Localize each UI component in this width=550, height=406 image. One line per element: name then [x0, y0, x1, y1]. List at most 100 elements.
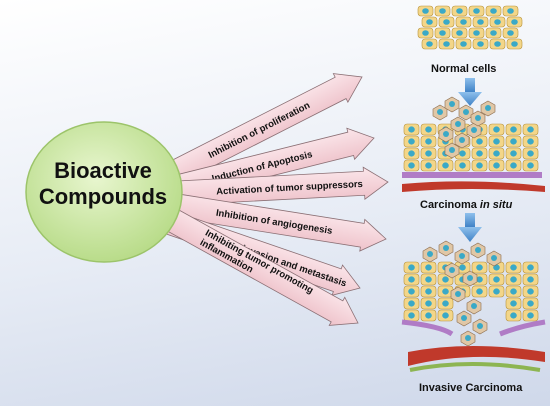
epithelial-cell: [488, 123, 505, 136]
carcinoma-label-italic: in situ: [479, 199, 513, 211]
normal-cell: [472, 38, 489, 50]
epithelial-cell: [488, 147, 505, 160]
epithelial-cell: [437, 297, 454, 310]
arrow-3: Activation of tumor suppressors: [177, 166, 389, 206]
normal-cell: [506, 38, 523, 50]
invasive-blood-vessel: [408, 346, 545, 366]
epithelial-cell: [420, 285, 437, 298]
normal-cell: [506, 16, 523, 28]
invasive-tumor-cell: [438, 240, 454, 257]
epithelial-cell: [522, 297, 539, 310]
epithelial-cell: [420, 147, 437, 160]
epithelial-cell: [403, 309, 420, 322]
normal-cell: [489, 38, 506, 50]
epithelial-cell: [488, 135, 505, 148]
normal-cell: [438, 16, 455, 28]
epithelial-cell: [522, 273, 539, 286]
normal-cell: [468, 5, 485, 17]
epithelial-cell: [471, 135, 488, 148]
epithelial-cell: [505, 297, 522, 310]
invasive-tumor-cell: [422, 246, 438, 263]
epithelial-cell: [522, 123, 539, 136]
epithelial-cell: [505, 147, 522, 160]
invasive-carcinoma-illustration: [401, 240, 546, 372]
epithelial-cell: [403, 273, 420, 286]
tumor-cell: [466, 122, 482, 139]
epithelial-cell: [505, 159, 522, 172]
epithelial-cell: [505, 309, 522, 322]
epithelial-cell: [403, 285, 420, 298]
bioactive-ellipse: [25, 121, 183, 263]
invasive-carcinoma-label: Invasive Carcinoma: [419, 382, 523, 394]
normal-cell: [485, 27, 502, 39]
epithelial-cell: [522, 147, 539, 160]
epithelial-cell: [403, 297, 420, 310]
epithelial-cell: [471, 285, 488, 298]
epithelial-cell: [420, 135, 437, 148]
normal-cell: [455, 16, 472, 28]
epithelial-cell: [471, 261, 488, 274]
normal-cell: [455, 38, 472, 50]
epithelial-cell: [488, 273, 505, 286]
normal-cell: [417, 27, 434, 39]
normal-cell: [451, 27, 468, 39]
epithelial-cell: [420, 273, 437, 286]
epithelial-cell: [420, 309, 437, 322]
epithelial-cell: [505, 273, 522, 286]
normal-cell: [434, 27, 451, 39]
epithelial-cell: [420, 159, 437, 172]
normal-cell: [421, 38, 438, 50]
normal-cell: [438, 38, 455, 50]
epithelial-cell: [488, 285, 505, 298]
invasive-tumor-cell: [470, 242, 486, 259]
down-arrow-2: [458, 213, 482, 242]
normal-cell: [485, 5, 502, 17]
epithelial-cell: [471, 147, 488, 160]
epithelial-cell: [505, 135, 522, 148]
normal-cell: [421, 16, 438, 28]
broken-membrane: [401, 319, 546, 337]
epithelial-cell: [437, 159, 454, 172]
carcinoma-label-main: Carcinoma: [420, 199, 480, 211]
center-label-line2: Compounds: [38, 184, 168, 209]
normal-cell: [489, 16, 506, 28]
tumor-cell: [450, 116, 466, 133]
epithelial-cell: [420, 123, 437, 136]
invasive-tumor-cell: [462, 270, 478, 287]
invasive-tumor-cell: [456, 310, 472, 327]
epithelial-cell: [505, 285, 522, 298]
epithelial-cell: [403, 159, 420, 172]
carcinoma-in-situ-label: Carcinoma in situ: [420, 199, 512, 211]
epithelial-cell: [522, 285, 539, 298]
normal-cell: [502, 5, 519, 17]
invasive-tumor-cell: [466, 298, 482, 315]
epithelial-cell: [505, 261, 522, 274]
invasive-tumor-cell: [460, 330, 476, 347]
epithelial-cell: [522, 159, 539, 172]
epithelial-cell: [505, 123, 522, 136]
arrow-6-shape: [163, 207, 359, 326]
epithelial-cell: [488, 159, 505, 172]
epithelial-cell: [403, 261, 420, 274]
epithelial-cell: [454, 159, 471, 172]
tumor-cell: [454, 132, 470, 149]
tumor-cell: [480, 100, 496, 117]
epithelial-cell: [471, 159, 488, 172]
tumor-cell: [470, 110, 486, 127]
epithelial-cell: [522, 261, 539, 274]
epithelial-cell: [420, 261, 437, 274]
lymph-vessel: [409, 362, 541, 372]
basement-membrane: [402, 172, 542, 178]
invasive-tumor-cell: [450, 286, 466, 303]
normal-cell: [417, 5, 434, 17]
center-label: Bioactive Compounds: [28, 158, 178, 210]
normal-cell: [502, 27, 519, 39]
center-label-line1: Bioactive: [54, 158, 152, 183]
down-arrow-1: [458, 78, 482, 106]
tumor-cell: [458, 104, 474, 121]
epithelial-cell: [403, 123, 420, 136]
epithelial-cell: [522, 135, 539, 148]
